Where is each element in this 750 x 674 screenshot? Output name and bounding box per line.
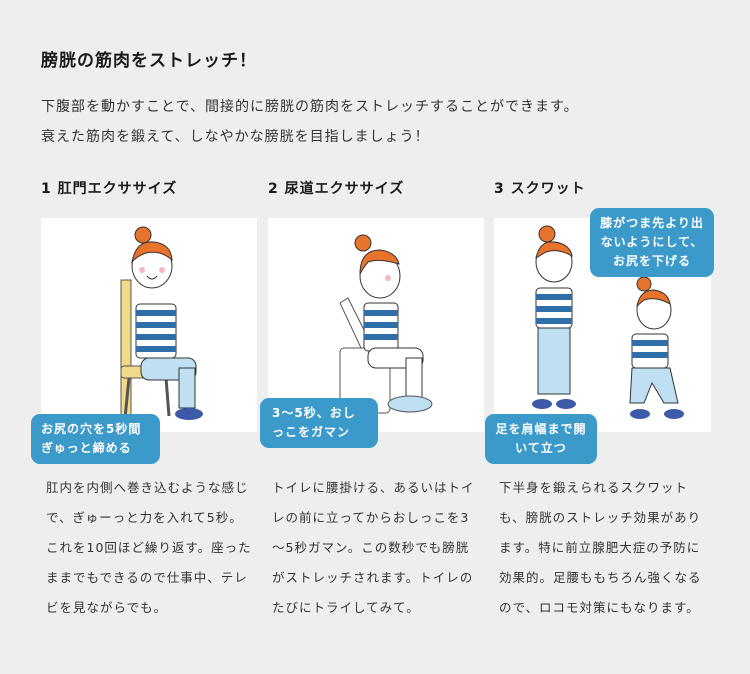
exercise-1-illustration-panel: お尻の穴を5秒間ぎゅっと締める <box>31 218 257 464</box>
exercise-2-description: トイレに腰掛ける、あるいはトイレの前に立ってからおしっこを3～5秒ガマン。この数… <box>272 480 475 615</box>
woman-sitting-illustration <box>120 226 203 420</box>
page-title: 膀胱の筋肉をストレッチ！ <box>41 51 257 71</box>
lead-line-2: 衰えた筋肉を鍛えて、しなやかな膀胱を目指しましょう！ <box>41 129 430 145</box>
exercise-3-callout-squat: 膝がつま先より出ないようにして、お尻を下げる <box>590 208 714 277</box>
lead-text: 下腹部を動かすことで、間接的に膀胱の筋肉をストレッチすることができます。 衰えた… <box>41 92 579 152</box>
woman-on-toilet-illustration <box>339 234 433 414</box>
exercise-1-description: 肛内を内側へ巻き込むような感じで、ぎゅーっと力を入れて5秒。これを10回ほど繰り… <box>46 480 252 615</box>
lead-line-1: 下腹部を動かすことで、間接的に膀胱の筋肉をストレッチすることができます。 <box>41 99 579 115</box>
exercise-3-heading: 3 スクワット <box>494 181 586 197</box>
exercise-3-description: 下半身を鍛えられるスクワットも、膀胱のストレッチ効果があります。特に前立腺肥大症… <box>499 480 702 615</box>
woman-squat-illustration <box>532 225 684 419</box>
exercise-2-heading: 2 尿道エクササイズ <box>268 181 405 197</box>
exercise-1-callout: お尻の穴を5秒間ぎゅっと締める <box>31 414 160 464</box>
exercise-1-heading: 1 肛門エクササイズ <box>41 181 178 197</box>
exercise-2-illustration-panel: 3～5秒、おしっこをガマン <box>260 218 484 448</box>
exercise-2-callout: 3～5秒、おしっこをガマン <box>260 398 378 448</box>
exercise-3-illustration-panel: 足を肩幅まで開いて立つ 膝がつま先より出ないようにして、お尻を下げる <box>485 208 714 464</box>
exercise-3-callout-stand: 足を肩幅まで開いて立つ <box>485 414 597 464</box>
